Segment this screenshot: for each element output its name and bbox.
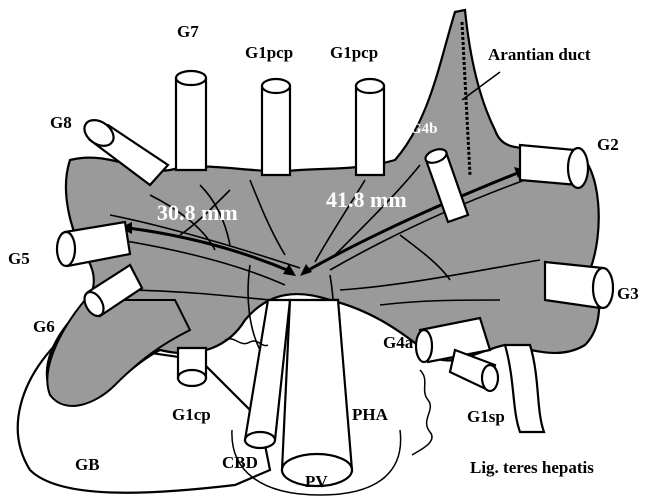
duct-g1pcp-right [356, 79, 384, 175]
squiggle-line [412, 370, 432, 455]
duct-g1sp [450, 350, 498, 391]
label-g3: G3 [617, 284, 639, 303]
measurement-right: 41.8 mm [326, 187, 407, 212]
label-g8: G8 [50, 113, 72, 132]
label-g1pcp-left: G1pcp [245, 43, 293, 62]
label-g1sp: G1sp [467, 407, 505, 426]
duct-g7 [176, 71, 206, 170]
label-gb: GB [75, 455, 100, 474]
label-pv: PV [305, 472, 328, 491]
label-g4b: G4b [410, 121, 438, 137]
label-g1cp: G1cp [172, 405, 211, 424]
duct-g3 [545, 262, 613, 308]
label-cbd: CBD [222, 453, 258, 472]
label-g6: G6 [33, 317, 55, 336]
label-g1pcp-right: G1pcp [330, 43, 378, 62]
duct-g1cp [178, 348, 206, 386]
label-lig-teres-hepatis: Lig. teres hepatis [470, 458, 594, 477]
label-g7: G7 [177, 22, 199, 41]
label-arantian-duct: Arantian duct [488, 45, 591, 64]
label-g2: G2 [597, 135, 619, 154]
label-pha: PHA [352, 405, 389, 424]
measurement-left: 30.8 mm [157, 200, 238, 225]
duct-g2 [520, 145, 588, 188]
label-g5: G5 [8, 249, 30, 268]
lig-teres-hepatis [505, 345, 544, 432]
duct-g1pcp-left [262, 79, 290, 175]
label-g4a: G4a [383, 333, 414, 352]
